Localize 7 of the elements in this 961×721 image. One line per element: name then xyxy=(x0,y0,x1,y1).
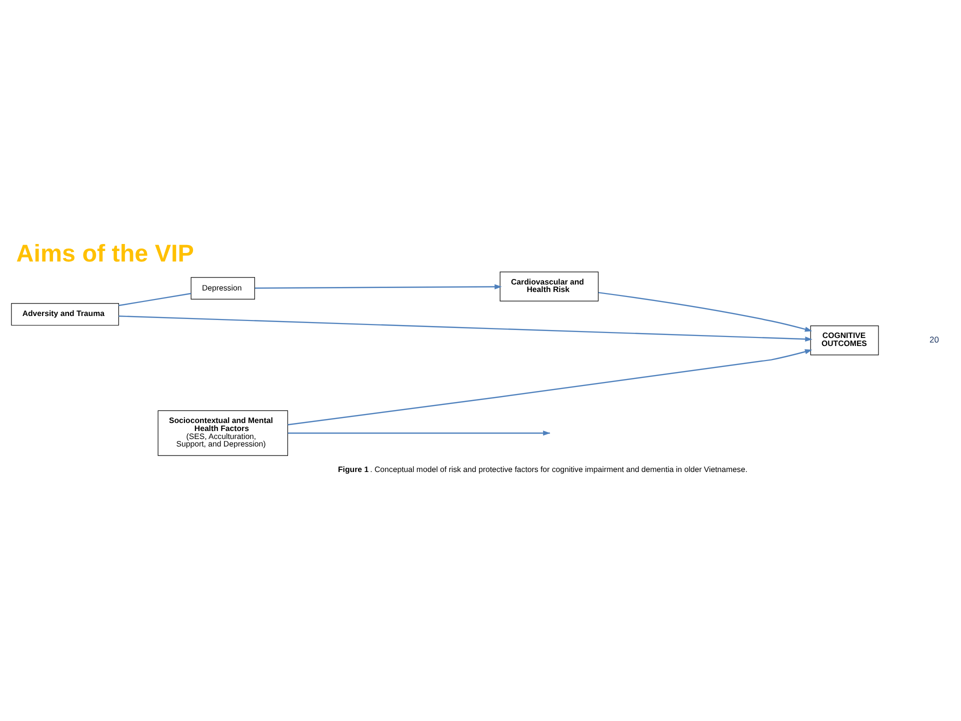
arrow xyxy=(598,291,812,332)
arrow xyxy=(287,348,812,425)
diagram-title: Aims of the VIP xyxy=(16,240,194,268)
arrow xyxy=(118,315,812,342)
label: 20 xyxy=(929,334,938,344)
arrow xyxy=(254,284,502,289)
connector xyxy=(118,292,191,306)
